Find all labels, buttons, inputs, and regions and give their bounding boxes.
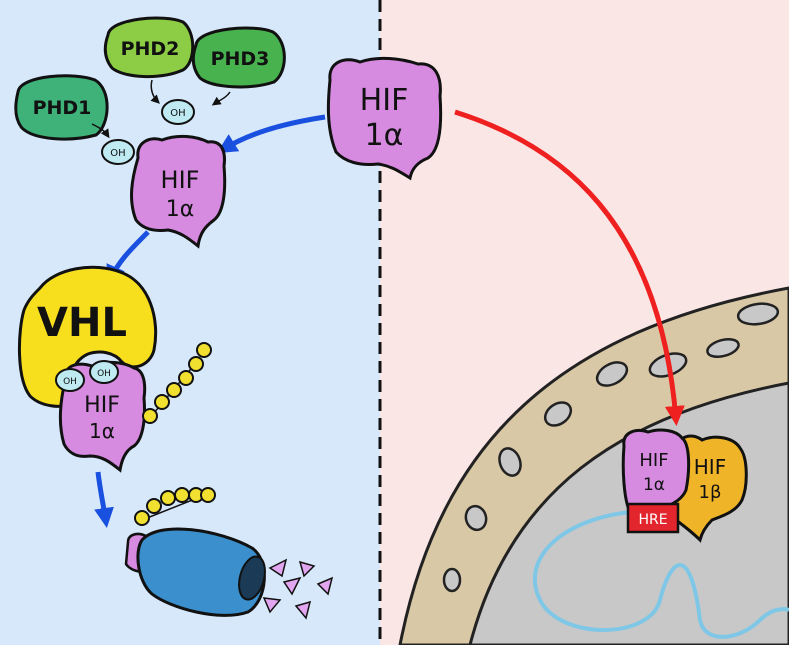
nuclear-hif-complex: HIF 1β HIF 1α HRE xyxy=(621,428,748,543)
peptide-fragment xyxy=(262,597,282,614)
ubiquitin xyxy=(196,342,212,358)
nuclear-pore xyxy=(498,447,522,477)
phd3-shape xyxy=(191,26,286,89)
vhl-bound-hif1a-line1: HIF xyxy=(84,393,120,418)
peptide-fragment xyxy=(282,576,302,596)
nuclear-hif1a-line1: HIF xyxy=(639,450,668,471)
phd3-to-oh-arrow xyxy=(211,91,231,106)
proteasome-opening xyxy=(238,555,266,601)
hydroxyl-group xyxy=(55,368,85,392)
hydroxylated-hif1a-shape xyxy=(130,134,227,249)
nuclear-pore xyxy=(706,337,740,359)
ubiquitin xyxy=(154,394,170,410)
ubiquitin xyxy=(200,487,216,503)
phd2-label: PHD2 xyxy=(121,38,180,60)
phd3-label: PHD3 xyxy=(211,48,270,70)
peptide-fragment xyxy=(268,558,288,578)
nuclear-pore xyxy=(736,302,780,326)
vhl-bound-hif1a-line2: 1α xyxy=(89,419,115,443)
hydroxylated-hif1a-line1: HIF xyxy=(161,166,200,194)
peptide-fragment xyxy=(294,600,312,620)
vhl-shape xyxy=(17,265,158,408)
hif1a-shape xyxy=(326,56,443,181)
hydroxylated-hif1a-line2: 1α xyxy=(166,197,195,222)
ubiquitin xyxy=(188,356,204,372)
ubiquitin xyxy=(160,490,176,506)
hydroxyl-group xyxy=(101,139,135,165)
ubiquitin-chain xyxy=(142,342,212,424)
peptide-fragment xyxy=(298,560,316,578)
hif1a-hydroxylated: HIF 1α OH OH xyxy=(101,99,227,249)
phd2-to-oh-arrow xyxy=(150,79,160,104)
nuclear-hif1a-line2: 1α xyxy=(643,475,665,495)
nuclear-pore xyxy=(464,504,488,532)
vhl-complex: VHL HIF 1α OH OH xyxy=(17,265,212,473)
nuclear-pore xyxy=(543,401,573,427)
hydroxyl-group xyxy=(161,99,195,125)
nuclear-pore xyxy=(595,361,629,387)
phd2-enzyme: PHD2 xyxy=(103,16,195,79)
hydroxyl-label: OH xyxy=(170,108,185,119)
proteasome xyxy=(136,527,266,617)
phd1-enzyme: PHD1 xyxy=(14,74,109,141)
ubiquitin xyxy=(142,408,158,424)
nuclear-pores xyxy=(442,302,780,593)
dna-strand xyxy=(533,510,789,639)
hif1a-label-line1: HIF xyxy=(360,83,409,118)
hif1a-cytoplasmic: HIF 1α xyxy=(326,56,443,181)
hydroxylation-arrow xyxy=(216,114,326,154)
hif1b-label-line1: HIF xyxy=(694,455,726,479)
ubiquitin xyxy=(178,370,194,386)
phd2-shape xyxy=(103,16,195,79)
ubiquitin-chain xyxy=(134,487,216,526)
nuclear-translocation-arrow xyxy=(454,109,685,426)
hif1b-label-line2: 1β xyxy=(699,482,722,503)
ubiquitin xyxy=(174,487,190,503)
hydroxyl-label: OH xyxy=(97,369,111,379)
phd1-label: PHD1 xyxy=(33,97,92,119)
ubiquitin xyxy=(166,382,182,398)
hre-label: HRE xyxy=(638,512,667,528)
ubiquitin xyxy=(146,498,162,514)
phd-hydroxylation-arrows xyxy=(91,79,231,139)
hydroxyl-label: OH xyxy=(63,377,77,387)
hydroxyl-label: OH xyxy=(110,148,125,159)
vhl-label: VHL xyxy=(37,300,127,346)
hydroxyl-group xyxy=(89,360,119,384)
peptide-fragment xyxy=(316,576,334,596)
proteasome-degradation xyxy=(124,487,334,620)
proteasome-arrow xyxy=(94,471,114,528)
phd1-shape xyxy=(14,74,109,141)
phd1-to-oh-arrow xyxy=(91,123,110,139)
peptide-fragments xyxy=(262,558,334,620)
ubiquitin xyxy=(134,510,150,526)
hre-box xyxy=(626,502,680,534)
nuclear-pore xyxy=(442,567,462,593)
phd3-enzyme: PHD3 xyxy=(191,26,286,89)
hif1a-label-line2: 1α xyxy=(365,118,404,153)
